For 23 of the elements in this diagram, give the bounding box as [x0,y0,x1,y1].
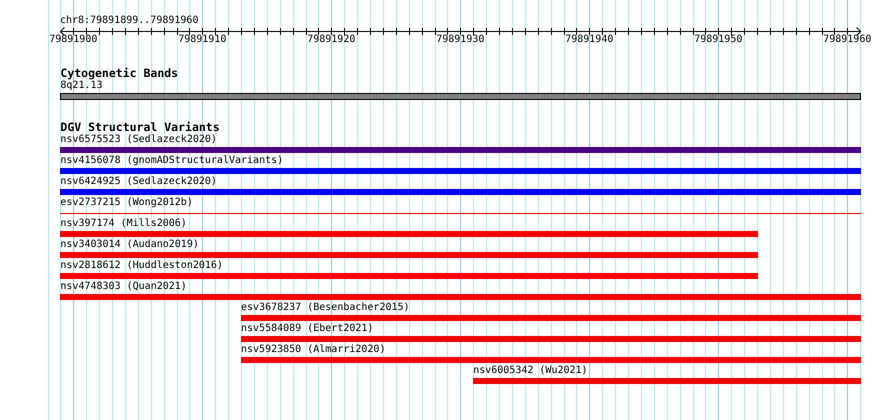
location-label: chr8:79891899..79891960 [60,15,198,27]
feature-label: nsv6424925 (Sedlazeck2020) [60,176,217,188]
tick-label: 79891930 [436,34,484,46]
feature-label: nsv6575523 (Sedlazeck2020) [60,134,217,146]
tick-label: 79891920 [307,34,356,46]
tick-label: 79891910 [178,34,226,46]
feature-label: nsv3403014 (Audano2019) [60,239,199,251]
tick-label: 79891960 [823,34,872,46]
feature-label: nsv4156078 (gnomADStructuralVariants) [60,155,284,167]
feature-label: nsv2818612 (Huddleston2016) [60,260,223,272]
feature-label: nsv4748303 (Quan2021) [60,281,187,293]
tick-label: 79891950 [694,34,742,46]
tick-label: 79891900 [49,34,98,46]
feature-label: nsv6005342 (Wu2021) [473,365,588,377]
feature-label: nsv397174 (Mills2006) [60,218,187,230]
tick-label: 79891940 [565,34,614,46]
feature-label: esv2737215 (Wong2012b) [60,197,193,209]
band-label: 8q21.13 [60,80,103,92]
feature-label: esv3678237 (Besenbacher2015) [240,302,410,314]
feature-label: nsv5584089 (Ebert2021) [240,323,374,335]
track-heading: Cytogenetic Bands [60,67,178,80]
track-heading: DGV Structural Variants [60,121,220,134]
feature-label: nsv5923850 (Almarri2020) [240,344,386,356]
